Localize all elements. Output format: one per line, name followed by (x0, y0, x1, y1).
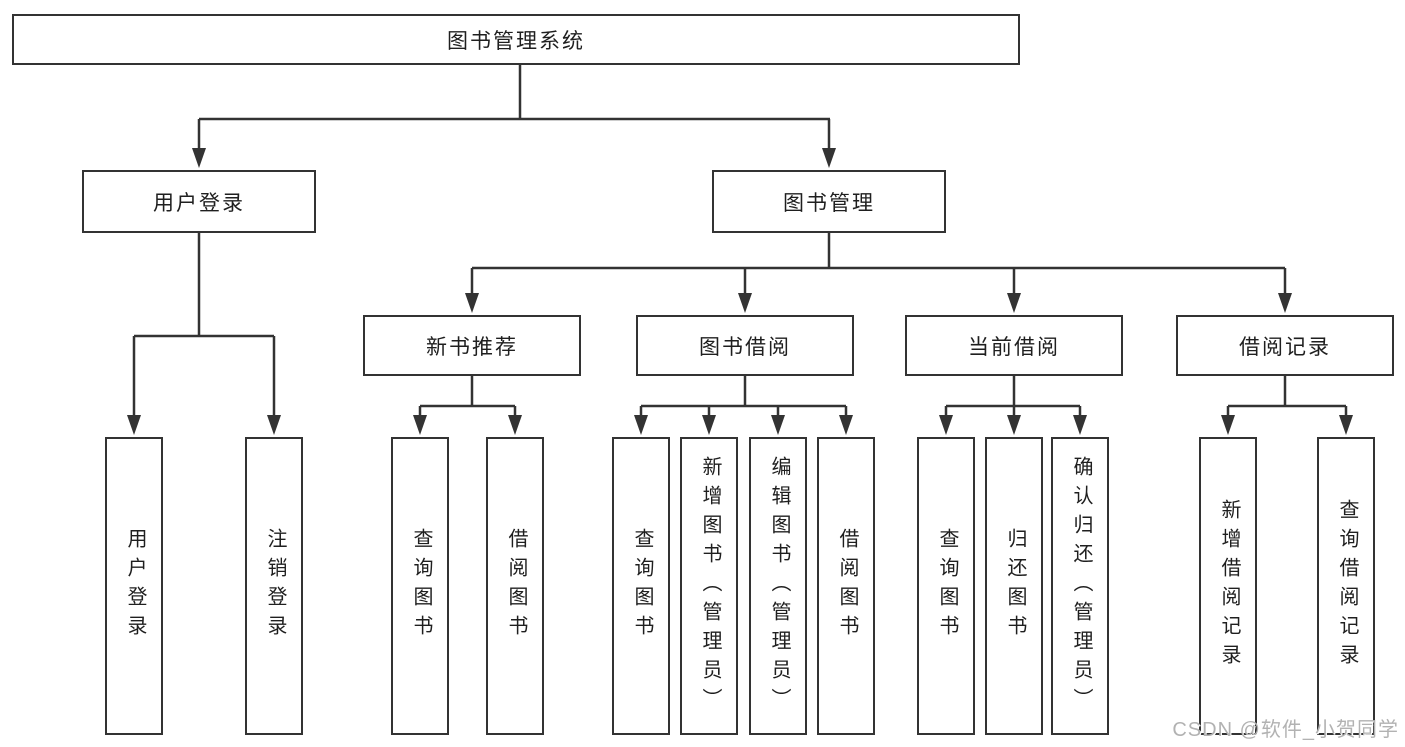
leaf-logout: 注销登录 (245, 437, 303, 735)
leaf-borrow-books: 借阅图书 (817, 437, 875, 735)
node-book-borrowing: 图书借阅 (636, 315, 854, 376)
branch-borrowing-records (1221, 376, 1353, 435)
node-user-login: 用户登录 (82, 170, 316, 233)
arrow-down-icon (1221, 415, 1235, 435)
watermark: CSDN @软件_小贺同学 (1172, 719, 1399, 741)
leaf-query-borrow-record: 查询借阅记录 (1317, 437, 1375, 735)
branch-new-book-recommendation (413, 376, 522, 435)
node-borrowing-records: 借阅记录 (1176, 315, 1394, 376)
arrow-down-icon (413, 415, 427, 435)
arrow-down-icon (822, 148, 836, 168)
branch-book-borrowing (634, 376, 853, 435)
arrow-down-icon (702, 415, 716, 435)
arrow-down-icon (1007, 415, 1021, 435)
leaf-query-books-borrowing: 查询图书 (612, 437, 670, 735)
arrow-down-icon (1278, 293, 1292, 313)
branch-book-management (465, 233, 1292, 313)
arrow-down-icon (508, 415, 522, 435)
branch-current-borrowing (939, 376, 1087, 435)
leaf-confirm-return-admin: 确认归还（管理员） (1051, 437, 1109, 735)
node-current-borrowing: 当前借阅 (905, 315, 1123, 376)
leaf-add-book-admin: 新增图书（管理员） (680, 437, 738, 735)
leaf-return-books: 归还图书 (985, 437, 1043, 735)
arrow-down-icon (738, 293, 752, 313)
branch-user-login (127, 233, 281, 435)
leaf-edit-book-admin: 编辑图书（管理员） (749, 437, 807, 735)
arrow-down-icon (1339, 415, 1353, 435)
node-book-management: 图书管理 (712, 170, 946, 233)
arrow-down-icon (465, 293, 479, 313)
branch-root (192, 65, 836, 168)
arrow-down-icon (192, 148, 206, 168)
leaf-user-login: 用户登录 (105, 437, 163, 735)
arrow-down-icon (939, 415, 953, 435)
arrow-down-icon (1007, 293, 1021, 313)
leaf-query-books-current: 查询图书 (917, 437, 975, 735)
node-new-book-recommendation: 新书推荐 (363, 315, 581, 376)
leaf-query-books-recommend: 查询图书 (391, 437, 449, 735)
arrow-down-icon (127, 415, 141, 435)
arrow-down-icon (839, 415, 853, 435)
leaf-borrow-books-recommend: 借阅图书 (486, 437, 544, 735)
arrow-down-icon (634, 415, 648, 435)
leaf-add-borrow-record: 新增借阅记录 (1199, 437, 1257, 735)
arrow-down-icon (771, 415, 785, 435)
node-library-management-system: 图书管理系统 (12, 14, 1020, 65)
arrow-down-icon (1073, 415, 1087, 435)
arrow-down-icon (267, 415, 281, 435)
